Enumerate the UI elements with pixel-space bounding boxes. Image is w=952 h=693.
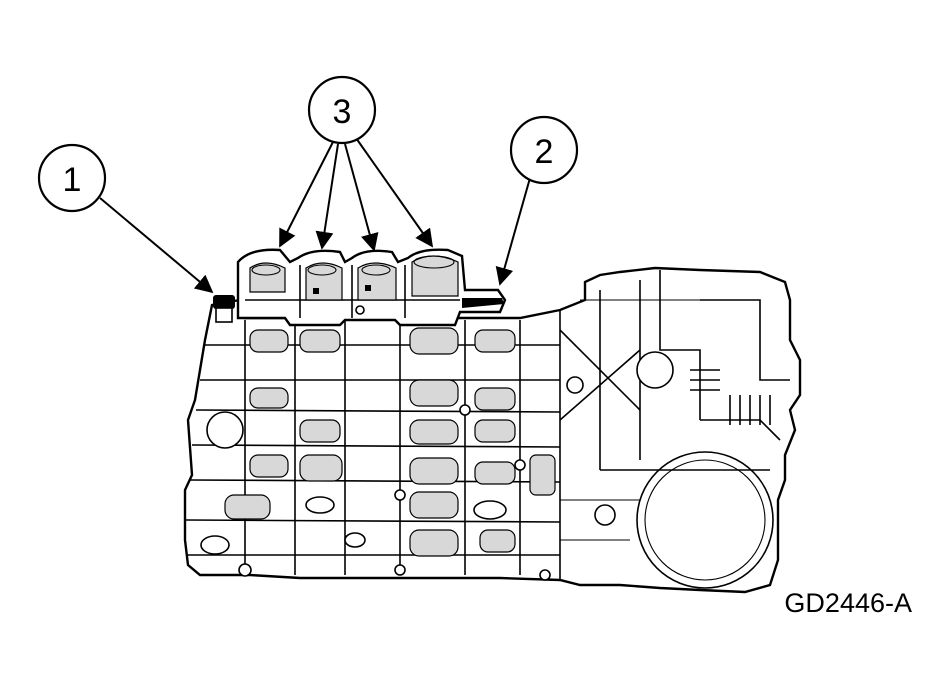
leader-3b (315, 143, 339, 250)
callout-2: 2 (509, 115, 579, 185)
callout-label-3: 3 (333, 93, 352, 131)
callout-label-1: 1 (63, 161, 82, 199)
callout-label-2: 2 (535, 133, 554, 171)
bolt (213, 295, 235, 323)
leader-3c (344, 143, 379, 252)
callout-3: 3 (307, 75, 377, 145)
callout-circle-1 (37, 143, 107, 213)
leader-3d (355, 137, 434, 248)
valve-bores (200, 327, 616, 581)
leader-3a (279, 139, 335, 248)
figure-code: GD2446-A (784, 588, 912, 618)
leader-2 (495, 177, 531, 286)
leader-1 (99, 197, 214, 294)
solenoid-body (236, 248, 507, 327)
leader-lines (99, 137, 531, 294)
callout-1: 1 (37, 143, 107, 213)
callout-circle-2 (509, 115, 579, 185)
callout-circle-3 (307, 75, 377, 145)
